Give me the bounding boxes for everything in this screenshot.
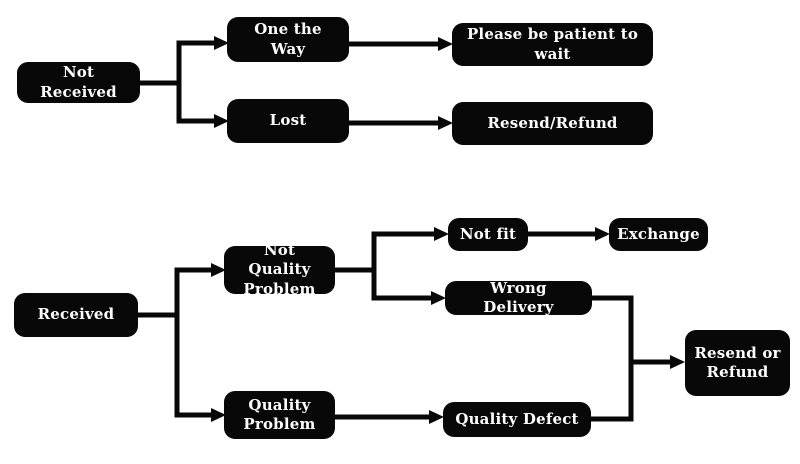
arrowhead-to-not-quality-problem <box>211 263 226 277</box>
node-wrong-delivery: Wrong Delivery <box>445 279 592 316</box>
node-lost: Lost <box>227 99 349 143</box>
arrowhead-to-resend-refund <box>438 116 453 130</box>
arrowhead-to-quality-problem <box>211 408 226 422</box>
node-please-be-patient: Please be patient to wait <box>452 23 653 66</box>
arrowhead-to-please-wait <box>438 37 453 51</box>
edge-not-received-branch <box>137 40 217 124</box>
node-quality-defect: Quality Defect <box>443 402 591 437</box>
arrowhead-to-exchange <box>595 227 610 241</box>
node-quality-problem: Quality Problem <box>224 391 335 439</box>
node-resend-refund: Resend/Refund <box>452 102 653 145</box>
node-exchange: Exchange <box>609 218 708 251</box>
arrowhead-to-lost <box>214 114 229 128</box>
node-not-fit: Not fit <box>448 218 528 251</box>
node-not-received: Not Received <box>17 62 140 103</box>
arrowhead-to-quality-defect <box>429 410 444 424</box>
node-not-quality-problem: Not Quality Problem <box>224 241 335 298</box>
arrowhead-to-resend-or-refund <box>670 355 685 369</box>
arrowhead-to-not-fit <box>434 227 449 241</box>
arrowhead-to-wrong-delivery <box>431 291 446 305</box>
node-resend-or-refund: Resend or Refund <box>685 330 790 396</box>
edge-received-branch <box>135 267 214 418</box>
node-received: Received <box>14 293 138 337</box>
edge-not-quality-problem-branch <box>332 231 437 301</box>
node-one-the-way: One the Way <box>227 17 349 62</box>
edge-merge-to-resend-or-refund <box>588 295 673 422</box>
arrowhead-to-one-the-way <box>214 36 229 50</box>
